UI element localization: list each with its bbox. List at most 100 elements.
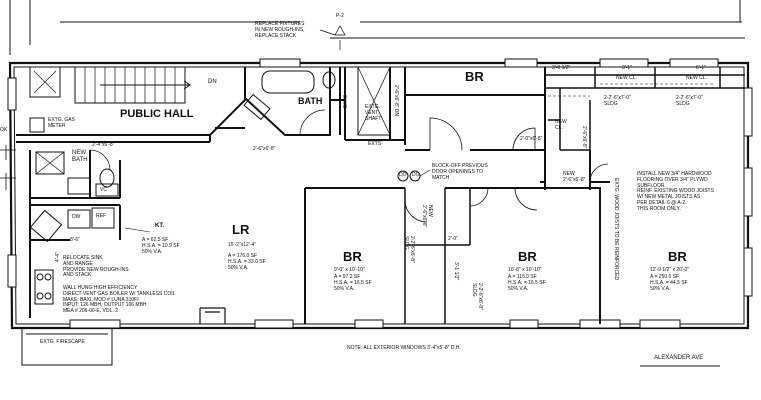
burner-3 (36, 292, 44, 300)
exts-label-1: EXTS (343, 94, 349, 108)
closet-shelf (548, 83, 715, 97)
hall-closet (29, 66, 61, 98)
window-bottom-6 (639, 319, 681, 329)
shaft-dim: 2'-6"x6'-8" DN (393, 85, 399, 117)
kitchen-leader (124, 227, 151, 233)
burner-2 (44, 273, 52, 281)
vert-dim-1: 2'-6"x6'-8" (581, 126, 587, 149)
kitchen-walls (29, 198, 121, 318)
gas-meter (29, 117, 45, 133)
br2-label: BR (518, 249, 537, 264)
br-top-label: BR (465, 69, 484, 84)
bath-vanity (243, 93, 271, 121)
window-top-1 (259, 58, 301, 68)
new-cl-3: NEW CL. (555, 119, 567, 131)
hall-closet-x (33, 70, 57, 94)
window-right-2 (743, 167, 753, 217)
dim-20: 2'-0" (448, 236, 458, 242)
br1-label: BR (343, 249, 362, 264)
p2-tag: P-2 (336, 13, 344, 19)
relocate-sink-note: RELOCATE SINK AND RANGE PROVIDE NEW ROUG… (63, 255, 129, 279)
br1-dim: 9'-0" x 10'-10" (334, 267, 365, 273)
kitchen-dim: 8'-6" (70, 237, 80, 243)
central-partition (304, 150, 610, 324)
replace-fixtures-note: REPLACE FIXTURES IN NEW ROUGH-INS, REPLA… (255, 21, 305, 39)
kitchen-vert-dim: 4'-4" (55, 252, 61, 262)
joist-note: EXTG. WOOD JOISTS TO BE REINFORCED (613, 178, 619, 281)
new-cl-2: NEW CL. (686, 75, 707, 81)
exterior-wall (8, 61, 750, 330)
sldg-2: 2-2'-6"x7'-0" SLDG (676, 95, 703, 107)
dim-61: 6'-1" (696, 65, 706, 71)
street-underline (640, 365, 720, 367)
new-bath-walls (16, 141, 210, 199)
new-bath-toilet (99, 168, 115, 188)
exterior-wall-inner (13, 66, 745, 325)
closet-walls (545, 67, 745, 151)
new-bath-door (89, 149, 111, 171)
lr-bump (199, 307, 226, 324)
new-cl-door-dim: 2'-0"x6'-8" (520, 136, 543, 142)
stair-dn-label: DN (208, 79, 217, 85)
dim-36: 3'-1 1/2" (453, 262, 459, 281)
window-top-3 (599, 58, 649, 68)
window-right-1 (743, 87, 753, 137)
br-door-right (589, 163, 609, 183)
fire-escape-label: EXTG. FIRESCAPE (40, 339, 85, 345)
new-bath-label: NEW BATH (72, 150, 88, 163)
window-left-1 (7, 77, 17, 111)
vent-shaft-label: EXTG. VENT. SHAFT (365, 104, 382, 122)
vent-shaft-x (357, 66, 391, 136)
burner-4 (44, 292, 52, 300)
window-bottom-1 (69, 319, 121, 329)
shower-x (35, 151, 65, 175)
window-left-2 (7, 254, 17, 288)
door-tag-1 (397, 170, 409, 182)
block-off-note: BLOCK-OFF PREVIOUS DOOR OPENINGS TO MATC… (432, 163, 488, 181)
dim-31: 3'-1" (622, 65, 632, 71)
window-bottom-2 (254, 319, 294, 329)
lr-label: LR (232, 222, 250, 237)
lr-area: A = 176.0 SF H.S.A. = 33.0 SF 50% V.A. (228, 253, 266, 271)
lr-dim: 15'-2"x12'-4" (228, 242, 256, 248)
new-bath-vanity (67, 177, 91, 195)
burner-1 (36, 273, 44, 281)
new-bath-dim: 2'-4"x6'-8" (92, 142, 115, 148)
sink (29, 209, 63, 243)
br3-label: BR (668, 249, 687, 264)
door-tag-labels: DO DO (399, 172, 420, 178)
bath-label: BATH (298, 96, 323, 106)
window-top-4 (669, 58, 719, 68)
br3-area: A = 250.5 SF H.S.A. = 44.5 SF 50% V.A. (650, 274, 688, 292)
refrigerator (91, 207, 115, 229)
sldg-1: 2-2'-6"x7'-0" SLDG (604, 95, 631, 107)
toilet (322, 71, 336, 89)
exts-label-2: EXTS (368, 141, 382, 147)
street-label: ALEXANDER AVE (654, 355, 704, 361)
range (34, 269, 54, 305)
br-door-mid (404, 187, 489, 223)
window-bottom-3 (354, 319, 384, 329)
block-off-leader (419, 169, 431, 177)
br-top-walls (405, 67, 546, 151)
vanity-2 (95, 183, 119, 197)
br2-area: A = 115.0 SF H.S.A. = 16.5 SF 50% V.A. (508, 274, 546, 292)
vc-label: VC (100, 187, 107, 193)
dw-label: DW (72, 214, 81, 220)
ok-label: OK (0, 127, 8, 133)
br2-dim: 10'-8" x 10'-10" (508, 267, 542, 273)
closet-mid (404, 188, 471, 324)
br-door-mid-2 (514, 187, 538, 211)
br3-dim: 12'-9 1/2" x 20'-0" (650, 267, 690, 273)
boiler-note: WALL HUNG HIGH EFFICIENCY DIRECT VENT GA… (63, 285, 176, 314)
kitchen-area: A = 62.5 SF H.S.A. = 10.9 SF 50% V.A. (142, 237, 180, 255)
closet-top-dim: 3'-0 1/2" (552, 65, 571, 71)
new-door-v2: 2-2'-6"x6'-8" SLDG (403, 236, 415, 263)
window-note: NOTE: ALL EXTERIOR WINDOWS 3'-4"x5'-8" D… (347, 345, 461, 351)
sldg-bot: 2-2'-6"x6'-8" SLDG (471, 283, 483, 310)
ref-label: REF (96, 213, 106, 219)
window-top-2 (504, 58, 538, 68)
new-cl-1: NEW CL. (616, 75, 637, 81)
new-door-dim: NEW 2'-6"x6'-8" (563, 171, 586, 183)
shower (35, 151, 65, 175)
